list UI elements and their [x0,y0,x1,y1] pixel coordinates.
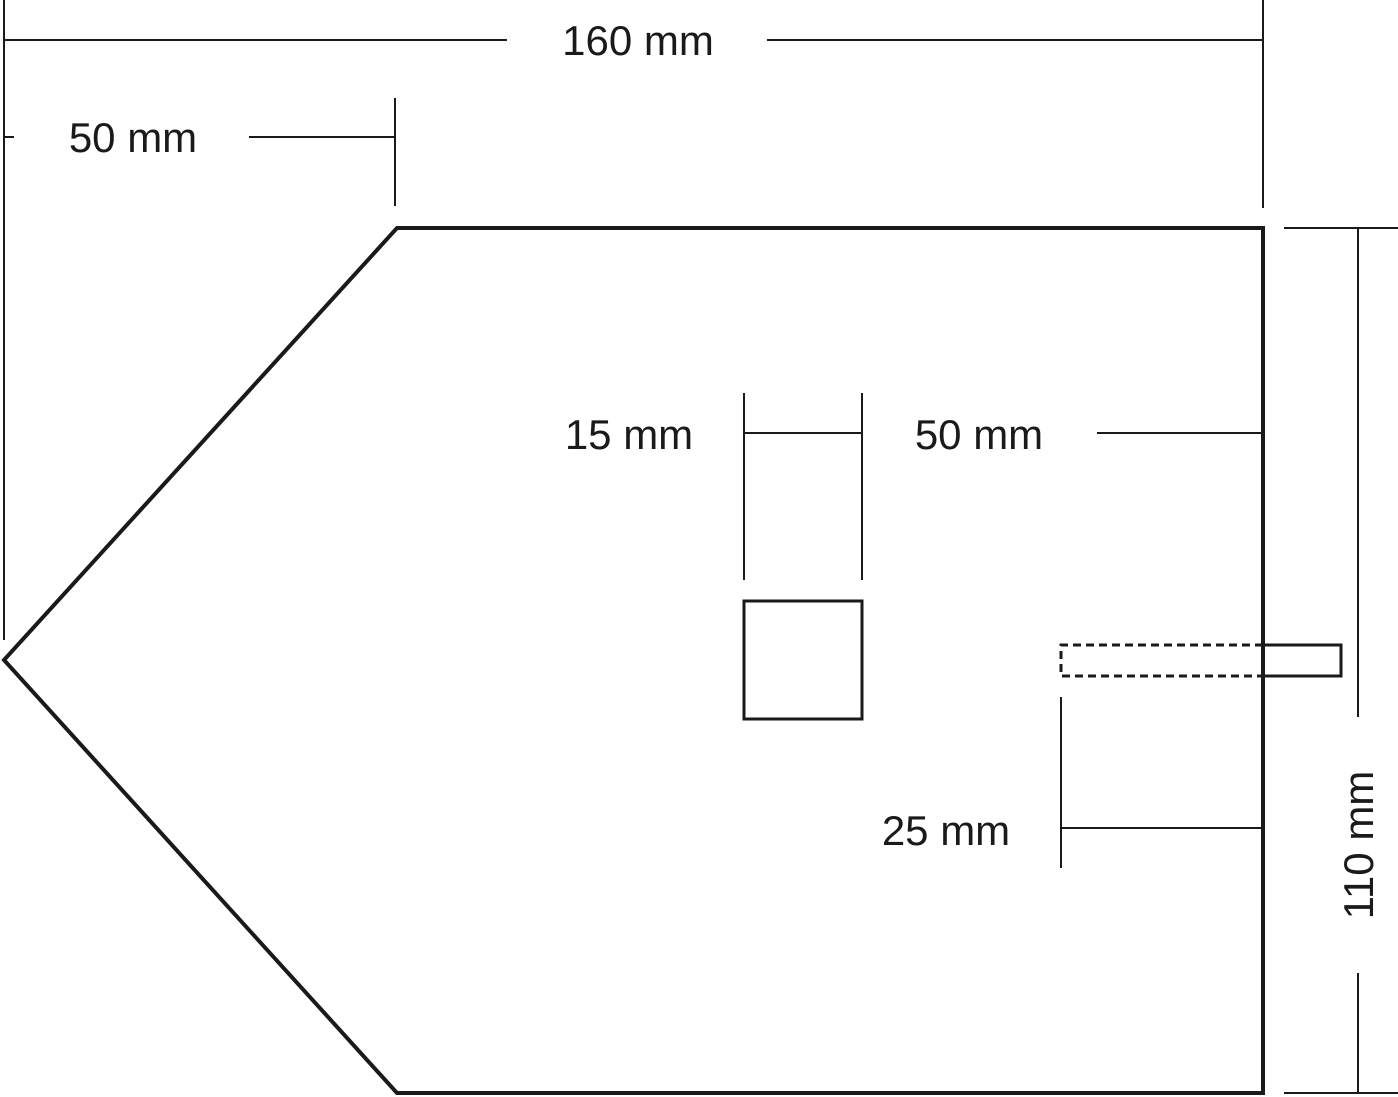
dimension-point-length: 50 mm [4,98,396,206]
label-square-size: 15 mm [565,411,693,458]
pentagon-outline [1,226,1265,1095]
inner-square [742,599,864,721]
label-tab-offset: 25 mm [882,807,1010,854]
dimension-square-offset: 50 mm [915,411,1263,458]
dimension-total-width: 160 mm [3,0,1264,640]
dimension-total-height: 110 mm [1284,227,1398,1094]
label-point-length: 50 mm [69,114,197,161]
label-total-height: 110 mm [1335,771,1382,920]
dimension-tab-offset: 25 mm [882,697,1263,868]
label-square-offset: 50 mm [915,411,1043,458]
dimension-square-size: 15 mm [565,393,863,580]
slot-tab-hidden-dashed [1059,643,1263,678]
label-total-width: 160 mm [562,17,714,64]
slot-tab-visible [1263,643,1343,678]
